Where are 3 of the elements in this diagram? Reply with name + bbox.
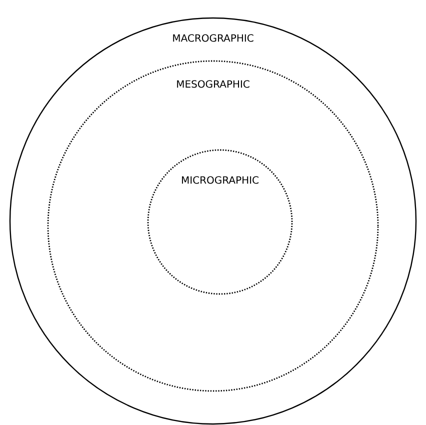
circle-label: MESOGRAPHIC: [177, 80, 250, 88]
circle-label: MICROGRAPHIC: [182, 176, 258, 184]
circle-label: MACROGRAPHIC: [173, 34, 254, 42]
